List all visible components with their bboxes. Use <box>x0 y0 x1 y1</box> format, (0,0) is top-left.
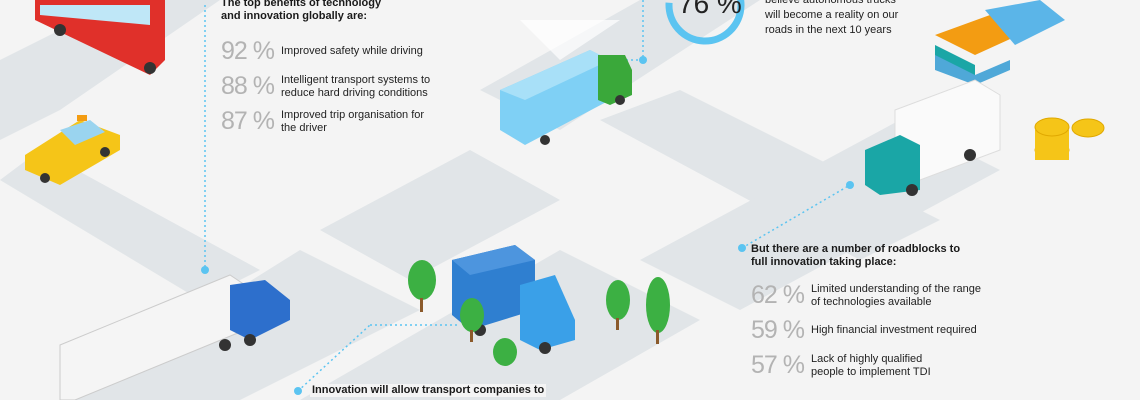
roadblocks-section: But there are a number of roadblocks to … <box>751 243 1021 380</box>
autonomous-line: believe autonomous trucks <box>765 0 896 6</box>
benefit-text: Intelligent transport systems to reduce … <box>281 73 431 99</box>
bottom-note: Innovation will allow transport companie… <box>310 384 547 397</box>
trees <box>408 260 670 366</box>
roadblock-item: 62 % Limited understanding of the range … <box>751 281 1021 310</box>
coins-icon <box>1034 117 1105 160</box>
benefits-section: The top benefits of technology and innov… <box>221 0 471 136</box>
benefit-item: 87 % Improved trip organisation for the … <box>221 107 471 136</box>
books-icon <box>935 0 1065 85</box>
truck-icon <box>500 50 632 145</box>
benefit-percent: 87 % <box>221 107 275 135</box>
roadblock-percent: 57 % <box>751 351 805 379</box>
bus-icon <box>35 0 165 75</box>
benefit-text: Improved trip organisation for the drive… <box>281 108 425 134</box>
roadblock-percent: 62 % <box>751 281 805 309</box>
roadblocks-heading: But there are a number of roadblocks to … <box>751 243 961 268</box>
autonomous-percent: 76 % <box>678 0 742 19</box>
roadblock-percent: 59 % <box>751 316 805 344</box>
truck-icon-teal <box>865 79 1001 196</box>
autonomous-line: will become a reality on our <box>765 9 899 21</box>
autonomous-line: roads in the next 10 years <box>765 24 892 36</box>
roadblock-item: 57 % Lack of highly qualified people to … <box>751 351 1021 380</box>
progress-ring <box>665 0 745 45</box>
roadblock-text: High financial investment required <box>811 324 977 336</box>
semi-truck-icon <box>59 274 290 400</box>
taxi-icon <box>25 115 120 185</box>
roadblock-item: 59 % High financial investment required <box>751 316 1021 345</box>
autonomous-text: believe autonomous trucks will become a … <box>765 0 898 38</box>
benefit-percent: 88 % <box>221 72 275 100</box>
benefit-percent: 92 % <box>221 37 275 65</box>
roadblock-text: Limited understanding of the range of te… <box>811 282 982 308</box>
benefit-text: Improved safety while driving <box>281 45 423 57</box>
benefit-item: 88 % Intelligent transport systems to re… <box>221 72 471 101</box>
benefit-item: 92 % Improved safety while driving <box>221 37 471 66</box>
roadblock-text: Lack of highly qualified people to imple… <box>811 352 931 378</box>
benefits-heading: The top benefits of technology and innov… <box>221 0 382 22</box>
